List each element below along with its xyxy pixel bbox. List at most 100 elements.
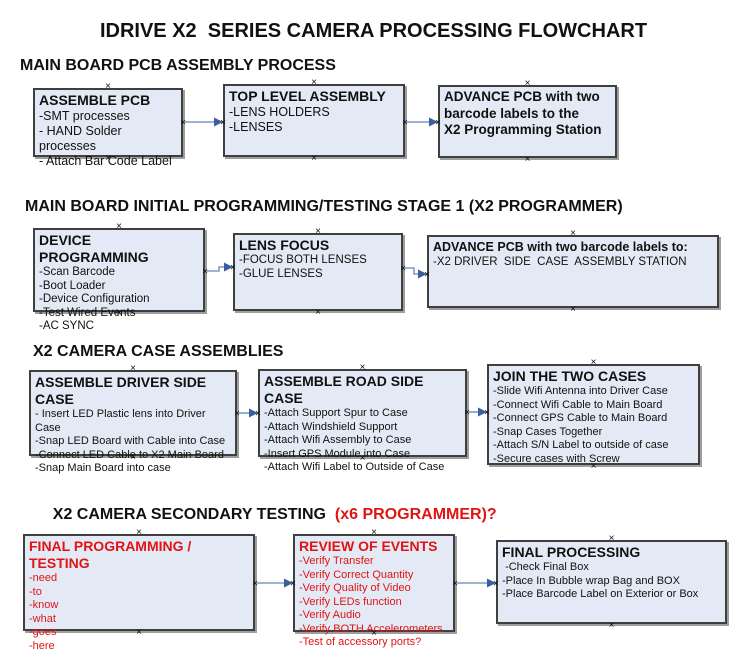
box-item: -Place In Bubble wrap Bag and BOX: [502, 574, 680, 587]
connection-handle-icon: ×: [608, 620, 615, 631]
connection-handle-icon: ×: [105, 81, 111, 92]
flow-box-advance-pcb-programming-station: ADVANCE PCB with two barcode labels to t…: [438, 79, 617, 165]
box-item-list: -need-to-know-what-goes-here: [29, 572, 249, 653]
box-item: -Verify Correct Quantity: [299, 568, 414, 581]
box-item: -Device Configuration: [39, 293, 150, 305]
connection-handle-icon: ×: [570, 304, 576, 315]
box-item: -Attach Wifi Label to Outside of Case: [264, 461, 445, 473]
box-item: -Test Wired Events: [39, 306, 136, 319]
connection-handle-icon: ×: [130, 452, 136, 463]
box-item-list: -LENS HOLDERS-LENSES: [229, 105, 399, 135]
box-item: -Snap Main Board into case: [35, 462, 171, 474]
connection-handle-icon: ×: [136, 527, 142, 538]
box-item: -Snap Cases Together: [493, 425, 603, 438]
box-item: -Connect LED Cable to X2 Main Board: [35, 448, 224, 461]
connection-handle-icon: ×: [359, 453, 366, 464]
connection-handle-icon: ×: [371, 628, 377, 639]
box-item: -Attach Windshield Support: [264, 420, 398, 433]
connection-handle-icon: ×: [608, 533, 615, 544]
box-item: -Test of accessory ports?: [299, 636, 422, 648]
flow-box-assemble-road-side-case: ASSEMBLE ROAD SIDE CASE -Attach Support …: [258, 363, 467, 473]
box-title: TOP LEVEL ASSEMBLY: [229, 88, 386, 104]
box-item: -Verify BOTH Accelerometers: [299, 622, 443, 635]
box-item-list: -Slide Wifi Antenna into Driver Case-Con…: [493, 385, 694, 466]
box-item: -what: [29, 612, 56, 625]
section-header-secondary-testing: X2 CAMERA SECONDARY TESTING (x6 PROGRAMM…: [35, 488, 497, 542]
box-item: - Attach Bar Code Label: [39, 154, 172, 168]
box-item-list: -Check Final Box-Place In Bubble wrap Ba…: [502, 561, 721, 602]
box-item: -Snap LED Board with Cable into Case: [35, 435, 226, 447]
box-item: -Verify Audio: [299, 609, 361, 621]
box-title: ASSEMBLE ROAD SIDE CASE: [264, 373, 428, 406]
box-item: -Verify LEDs function: [299, 595, 402, 608]
box-item: - HAND Solder processes: [39, 124, 126, 153]
box-item: -SMT processes: [39, 109, 130, 123]
flow-box-review-of-events: REVIEW OF EVENTS -Verify Transfer-Verify…: [293, 528, 455, 648]
connection-handle-icon: ×: [116, 221, 122, 232]
flow-box-final-programming-testing: FINAL PROGRAMMING / TESTING -need-to-kno…: [23, 528, 255, 652]
connector-arrow: × ×: [180, 117, 226, 129]
flow-box-join-two-cases: JOIN THE TWO CASES -Slide Wifi Antenna i…: [487, 358, 700, 472]
section-header-red-suffix: (x6 PROGRAMMER)?: [330, 506, 497, 523]
box-item: -here: [29, 639, 55, 652]
box-item: -Place Barcode Label on Exterior or Box: [502, 588, 699, 600]
flow-box-assemble-pcb: ASSEMBLE PCB -SMT processes- HAND Solder…: [33, 82, 183, 168]
box-item: -to: [29, 585, 42, 598]
connector-arrow: × ×: [400, 264, 430, 281]
box-item: -FOCUS BOTH LENSES: [239, 254, 367, 266]
box-item: -Verify Quality of Video: [299, 582, 411, 594]
flow-box-final-processing: FINAL PROCESSING -Check Final Box-Place …: [496, 534, 727, 631]
box-item: -Attach Support Spur to Case: [264, 407, 408, 419]
box-item: -LENSES: [229, 120, 283, 134]
box-item: -Verify Transfer: [299, 555, 374, 567]
box-title: DEVICE PROGRAMMING: [39, 232, 149, 265]
connection-handle-icon: ×: [311, 153, 317, 164]
connector-arrow: × ×: [202, 262, 236, 278]
connection-handle-icon: ×: [311, 77, 317, 88]
box-item: - Insert LED Plastic lens into Driver Ca…: [35, 408, 209, 434]
box-title: FINAL PROGRAMMING / TESTING: [29, 538, 196, 571]
box-item: -Connect GPS Cable to Main Board: [493, 412, 668, 424]
connection-handle-icon: ×: [136, 627, 142, 638]
box-item-list: -FOCUS BOTH LENSES-GLUE LENSES: [239, 254, 397, 281]
box-title: ADVANCE PCB with two barcode labels to:: [433, 240, 688, 254]
box-item: -X2 DRIVER SIDE CASE ASSEMBLY STATION: [433, 256, 687, 268]
box-item-list: -Attach Support Spur to Case-Attach Wind…: [264, 407, 461, 475]
box-title: REVIEW OF EVENTS: [299, 538, 438, 554]
box-item: -need: [29, 572, 58, 584]
connection-handle-icon: ×: [371, 527, 377, 538]
box-title: LENS FOCUS: [239, 237, 330, 253]
box-item: -Slide Wifi Antenna into Driver Case: [493, 385, 668, 397]
box-item-list: -X2 DRIVER SIDE CASE ASSEMBLY STATION: [433, 256, 713, 270]
box-title: ADVANCE PCB with two barcode labels to t…: [444, 89, 602, 137]
page-title: IDRIVE X2 SERIES CAMERA PROCESSING FLOWC…: [99, 20, 648, 42]
connection-handle-icon: ×: [524, 154, 531, 165]
flow-box-assemble-driver-side-case: ASSEMBLE DRIVER SIDE CASE - Insert LED P…: [29, 364, 237, 474]
connection-handle-icon: ×: [570, 228, 576, 239]
flow-box-lens-focus: LENS FOCUS -FOCUS BOTH LENSES-GLUE LENSE…: [233, 227, 403, 318]
box-item: -Connect Wifi Cable to Main Board: [493, 398, 663, 411]
box-item: -Attach Wifi Assembly to Case: [264, 434, 412, 446]
box-item-list: -Scan Barcode-Boot Loader-Device Configu…: [39, 266, 199, 334]
flow-box-device-programming: DEVICE PROGRAMMING -Scan Barcode-Boot Lo…: [33, 222, 205, 332]
box-item-list: - Insert LED Plastic lens into Driver Ca…: [35, 408, 231, 476]
flow-box-top-level-assembly: TOP LEVEL ASSEMBLY -LENS HOLDERS-LENSES …: [223, 78, 405, 164]
connector-arrow: × ×: [402, 117, 441, 129]
box-title: FINAL PROCESSING: [502, 544, 641, 560]
box-title: JOIN THE TWO CASES: [493, 368, 647, 384]
box-item: -Boot Loader: [39, 279, 106, 292]
box-item: -know: [29, 599, 59, 611]
box-title: ASSEMBLE PCB: [39, 92, 151, 108]
connector-arrow: × ×: [452, 578, 499, 590]
box-item: -goes: [29, 626, 57, 638]
connector-arrow: × ×: [252, 578, 296, 590]
flow-box-advance-pcb-driver-side: ADVANCE PCB with two barcode labels to: …: [427, 229, 719, 315]
connection-handle-icon: ×: [359, 362, 366, 373]
box-item: -LENS HOLDERS: [229, 105, 330, 119]
connection-handle-icon: ×: [105, 153, 111, 164]
connection-handle-icon: ×: [116, 308, 122, 319]
connection-handle-icon: ×: [524, 78, 531, 89]
box-item: -Check Final Box: [502, 561, 589, 573]
connection-handle-icon: ×: [590, 461, 597, 472]
box-item-list: -Verify Transfer-Verify Correct Quantity…: [299, 555, 449, 650]
